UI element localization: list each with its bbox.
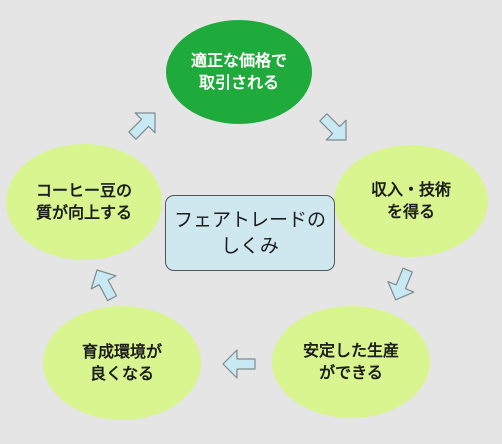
node-income-skills: 収入・技術 を得る (334, 145, 488, 257)
node-stable-production: 安定した生産 ができる (272, 306, 430, 418)
node-income-skills-label: 収入・技術 を得る (370, 180, 451, 221)
center-title-box: フェアトレードの しくみ (165, 195, 335, 271)
node-fair-price-label: 適正な価格で 取引される (190, 51, 287, 92)
arrow-quality-to-fair-price-icon (128, 112, 156, 140)
node-stable-production-label: 安定した生産 ができる (302, 341, 399, 382)
center-title: フェアトレードの しくみ (173, 209, 326, 257)
node-better-environment-label: 育成環境が 良くなる (81, 342, 162, 383)
arrow-fair-price-to-income-icon (319, 113, 347, 141)
node-better-environment: 育成環境が 良くなる (43, 306, 201, 420)
node-bean-quality: コーヒー豆の 質が向上する (6, 144, 162, 260)
node-fair-price: 適正な価格で 取引される (166, 20, 312, 124)
node-bean-quality-label: コーヒー豆の 質が向上する (35, 181, 132, 222)
arrow-production-to-environment-icon (222, 349, 256, 379)
arrow-income-to-production-icon (387, 267, 415, 301)
arrow-environment-to-quality-icon (90, 269, 118, 302)
